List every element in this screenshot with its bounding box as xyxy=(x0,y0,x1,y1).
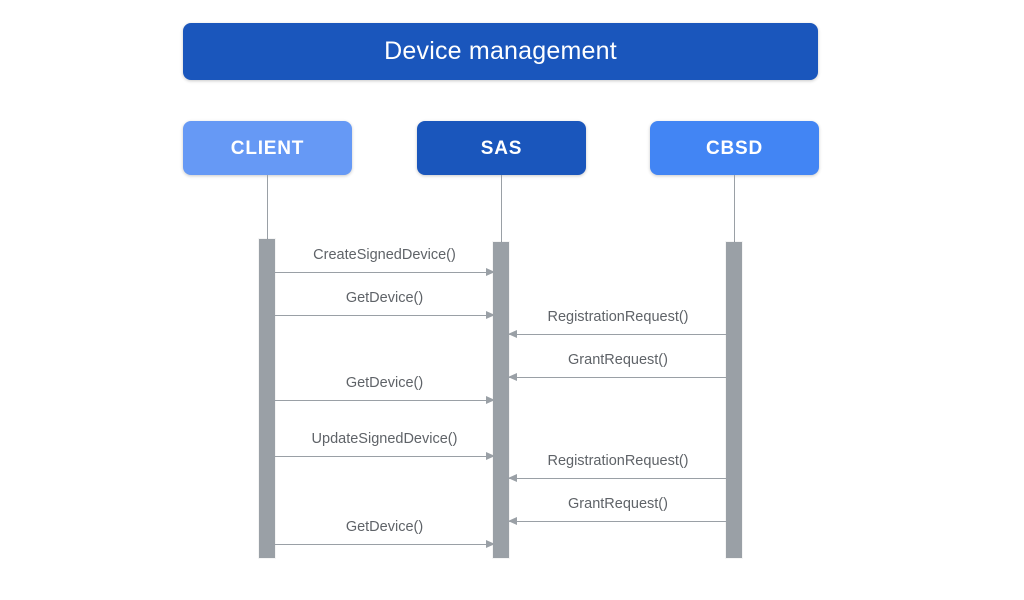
participant-sas-label: SAS xyxy=(480,137,523,159)
arrowhead-right-icon xyxy=(486,268,495,276)
participant-client[interactable]: CLIENT xyxy=(183,121,352,175)
message-2[interactable]: GetDevice() xyxy=(275,291,495,319)
message-4-label: GrantRequest() xyxy=(568,352,668,368)
arrowhead-left-icon xyxy=(508,373,517,381)
message-6-label: UpdateSignedDevice() xyxy=(311,431,458,447)
participant-cbsd[interactable]: CBSD xyxy=(650,121,819,175)
message-8-line xyxy=(509,521,727,522)
activation-bar-sas xyxy=(493,242,509,558)
arrowhead-left-icon xyxy=(508,517,517,525)
activation-bar-client xyxy=(259,239,275,558)
participant-client-label: CLIENT xyxy=(230,137,305,159)
message-2-line xyxy=(275,315,494,316)
message-6[interactable]: UpdateSignedDevice() xyxy=(275,432,495,460)
message-2-label: GetDevice() xyxy=(345,290,424,306)
participant-sas[interactable]: SAS xyxy=(417,121,586,175)
message-3-label: RegistrationRequest() xyxy=(547,309,689,325)
arrowhead-left-icon xyxy=(508,330,517,338)
arrowhead-right-icon xyxy=(486,311,495,319)
message-5-line xyxy=(275,400,494,401)
arrowhead-left-icon xyxy=(508,474,517,482)
message-9-line xyxy=(275,544,494,545)
message-8[interactable]: GrantRequest() xyxy=(508,497,727,525)
message-5-label: GetDevice() xyxy=(345,375,424,391)
message-3-line xyxy=(509,334,727,335)
arrowhead-right-icon xyxy=(486,452,495,460)
message-5[interactable]: GetDevice() xyxy=(275,376,495,404)
diagram-title-bar: Device management xyxy=(183,23,818,80)
message-6-line xyxy=(275,456,494,457)
message-4[interactable]: GrantRequest() xyxy=(508,353,727,381)
message-1-line xyxy=(275,272,494,273)
message-7-line xyxy=(509,478,727,479)
message-8-label: GrantRequest() xyxy=(568,496,668,512)
diagram-title: Device management xyxy=(384,37,617,65)
message-7-label: RegistrationRequest() xyxy=(547,453,689,469)
activation-bar-cbsd xyxy=(726,242,742,558)
message-3[interactable]: RegistrationRequest() xyxy=(508,310,727,338)
participant-cbsd-label: CBSD xyxy=(705,137,764,159)
message-9[interactable]: GetDevice() xyxy=(275,520,495,548)
message-1[interactable]: CreateSignedDevice() xyxy=(275,248,495,276)
arrowhead-right-icon xyxy=(486,540,495,548)
message-7[interactable]: RegistrationRequest() xyxy=(508,454,727,482)
arrowhead-right-icon xyxy=(486,396,495,404)
message-4-line xyxy=(509,377,727,378)
message-1-label: CreateSignedDevice() xyxy=(313,247,456,263)
message-9-label: GetDevice() xyxy=(345,519,424,535)
